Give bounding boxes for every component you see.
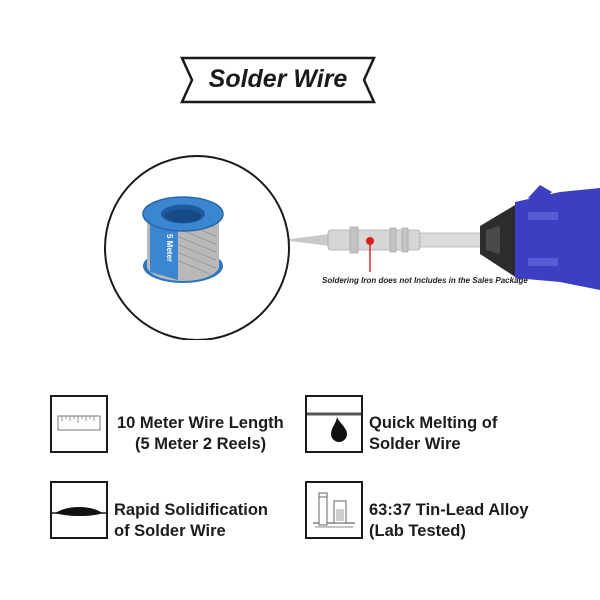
ribbon-shape [180, 56, 376, 104]
page-title: Solder Wire [208, 65, 348, 93]
feature-line: Solder Wire [369, 435, 461, 453]
feature-line: 63:37 Tin-Lead Alloy [369, 501, 529, 519]
disclaimer-note: Soldering Iron does not Includes in the … [322, 276, 528, 285]
feature-line: Rapid Solidification [114, 501, 269, 519]
spool-label: 5 Meter [165, 234, 174, 262]
test-tube-icon [305, 481, 363, 539]
feature-line: (Lab Tested) [369, 522, 466, 540]
melting-drop-icon [305, 395, 363, 453]
solidified-blob-icon [50, 481, 108, 539]
solder-spool-icon: 5 Meter [142, 196, 224, 283]
feature-line: of Solder Wire [114, 522, 226, 540]
feature-line: Quick Melting of [369, 414, 498, 432]
ruler-icon [50, 395, 108, 453]
title-banner: Solder Wire [180, 55, 376, 105]
product-illustration: 5 Meter [104, 155, 600, 340]
feature-quick-melting: Quick Melting of Solder Wire [369, 413, 497, 455]
indicator-dot [366, 237, 374, 245]
feature-line: 10 Meter Wire Length [117, 414, 284, 432]
feature-rapid-solidification: Rapid Solidification of Solder Wire [114, 500, 268, 542]
soldering-iron-icon [282, 185, 600, 290]
feature-line: (5 Meter 2 Reels) [135, 435, 267, 453]
feature-alloy: 63:37 Tin-Lead Alloy (Lab Tested) [369, 500, 529, 542]
feature-wire-length: 10 Meter Wire Length (5 Meter 2 Reels) [117, 413, 284, 455]
